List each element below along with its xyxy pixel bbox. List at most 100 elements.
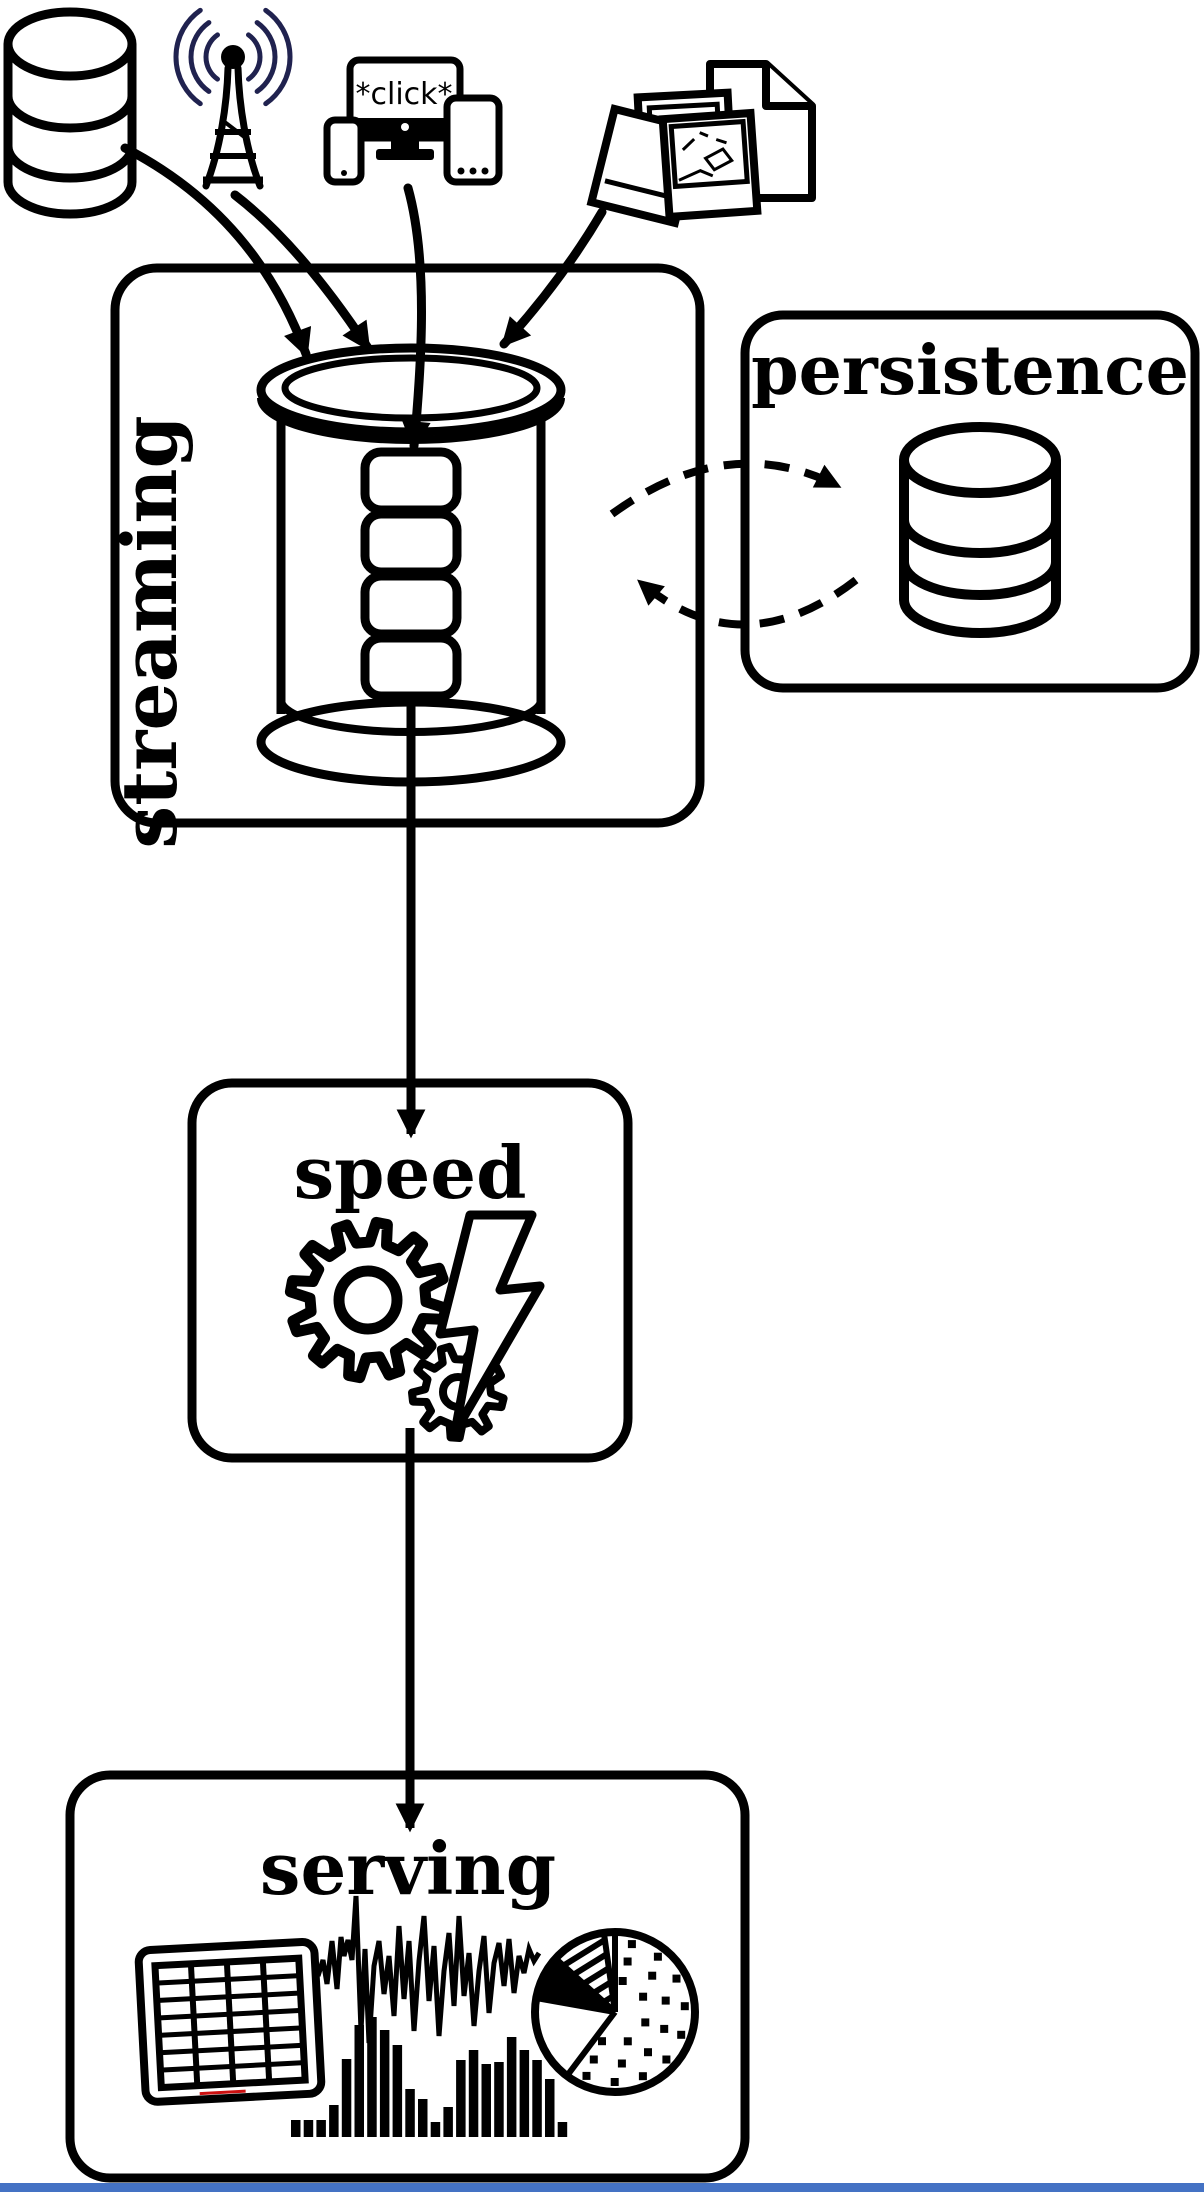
click-screen-text: *click*: [355, 77, 452, 112]
arrow-devices-to-queue: [401, 183, 431, 451]
bar: [545, 2079, 555, 2137]
table-row-line: [160, 2060, 305, 2073]
signal-arc-right: [245, 32, 263, 82]
pie-dot: [610, 2078, 619, 2086]
bar: [291, 2120, 301, 2137]
bar: [316, 2120, 326, 2137]
queue-items: [360, 447, 462, 701]
arrows: [120, 143, 859, 1833]
phone-icon: [323, 116, 365, 186]
tablet-icon: [443, 94, 503, 186]
source-icons: *click*: [3, 7, 816, 228]
table-grid-border: [151, 1954, 309, 2092]
queue-item: [360, 571, 462, 639]
queue-item: [360, 447, 462, 515]
bar: [405, 2089, 415, 2137]
photos-document-icon: [586, 60, 816, 228]
pie-dot: [618, 1977, 627, 1985]
pie-dot: [661, 1996, 670, 2005]
bar: [456, 2060, 466, 2137]
pie-radius-line: [600, 1932, 618, 2013]
waveform-icon: [315, 1895, 542, 2044]
signal-waves-icon: [173, 7, 293, 107]
pie-dot: [672, 1974, 681, 1983]
table-row-line: [157, 2007, 302, 2021]
persistence-box: [740, 310, 1200, 693]
table-col-line: [259, 1959, 273, 2083]
pie-dot: [653, 1952, 662, 1961]
persistence-label: persistence: [751, 331, 1189, 411]
antenna-dot: [221, 45, 245, 69]
pie-dot: [639, 1992, 648, 2001]
signal-arc-left: [188, 20, 212, 94]
bar: [367, 2017, 377, 2137]
gear-hole: [333, 1265, 403, 1335]
pie-dot: [589, 2055, 598, 2064]
bar: [443, 2107, 453, 2137]
bar: [379, 2030, 390, 2137]
pie-dot: [680, 2002, 689, 2011]
pie-dot: [660, 2024, 669, 2033]
speed-label: speed: [294, 1130, 527, 1215]
arrow-tower-to-streaming: [230, 190, 373, 353]
pie-dot: [582, 2071, 591, 2080]
photo-front: [658, 108, 762, 222]
bar: [557, 2122, 568, 2137]
table-red-underline: [199, 2089, 246, 2096]
arrow-photos-to-streaming: [499, 207, 607, 349]
pie-dot: [662, 2055, 671, 2064]
lightning-bolt-icon: [435, 1210, 545, 1437]
bar: [532, 2060, 542, 2137]
pie-outline: [531, 1928, 699, 2096]
bar: [392, 2045, 403, 2137]
dashed-arrow-streaming-to-persistence: [609, 459, 842, 518]
table-grid: [151, 1954, 309, 2092]
table-row-line: [156, 1990, 301, 2004]
bar: [519, 2050, 530, 2137]
pie-radius-line: [553, 1956, 618, 2015]
pie-radius-line: [564, 2010, 618, 2078]
table-col-line: [187, 1963, 201, 2086]
document-fold: [762, 64, 812, 110]
bar: [430, 2122, 441, 2137]
table-icon: [134, 1938, 326, 2106]
bar: [329, 2105, 339, 2137]
pie-dot: [648, 1971, 657, 1980]
pie-dot: [677, 2030, 686, 2039]
bar: [506, 2037, 517, 2137]
table-row-line: [158, 2025, 303, 2038]
streaming-label: streaming: [105, 415, 194, 848]
pie-chart-icon: [531, 1928, 699, 2096]
bar: [354, 2025, 364, 2137]
signal-arc-right: [263, 7, 293, 107]
pie-radius-line: [535, 1995, 616, 2015]
persistence-box-group: persistence: [740, 310, 1200, 693]
bar: [468, 2050, 479, 2137]
table-col-line: [223, 1961, 237, 2084]
serving-box-group: serving: [65, 1770, 750, 2183]
signal-arc-left: [173, 7, 203, 107]
table-row-line: [155, 1973, 300, 1986]
bar: [494, 2062, 504, 2137]
signal-arc-right: [254, 20, 278, 94]
pie-dot: [644, 2048, 652, 2057]
arrow-database-to-streaming: [120, 143, 312, 359]
monitor-stand: [391, 136, 419, 151]
radio-tower-icon: [173, 7, 293, 190]
streaming-box-group: streaming: [105, 263, 705, 849]
monitor-base: [376, 149, 434, 160]
devices-icon: *click*: [323, 56, 503, 186]
bar: [303, 2120, 314, 2137]
pie-dot: [617, 2059, 626, 2068]
bar-chart-icon: [291, 2017, 568, 2137]
queue-item: [360, 509, 462, 577]
speed-box-group: speed: [187, 1078, 633, 1463]
pie-dot: [623, 2037, 632, 2046]
signal-arc-left: [203, 32, 221, 82]
table-row-line: [159, 2042, 304, 2056]
pie-dot: [598, 2037, 606, 2046]
persistence-database-icon: [899, 422, 1061, 638]
pie-dot: [641, 2018, 650, 2027]
pie-dot: [623, 1957, 632, 1966]
